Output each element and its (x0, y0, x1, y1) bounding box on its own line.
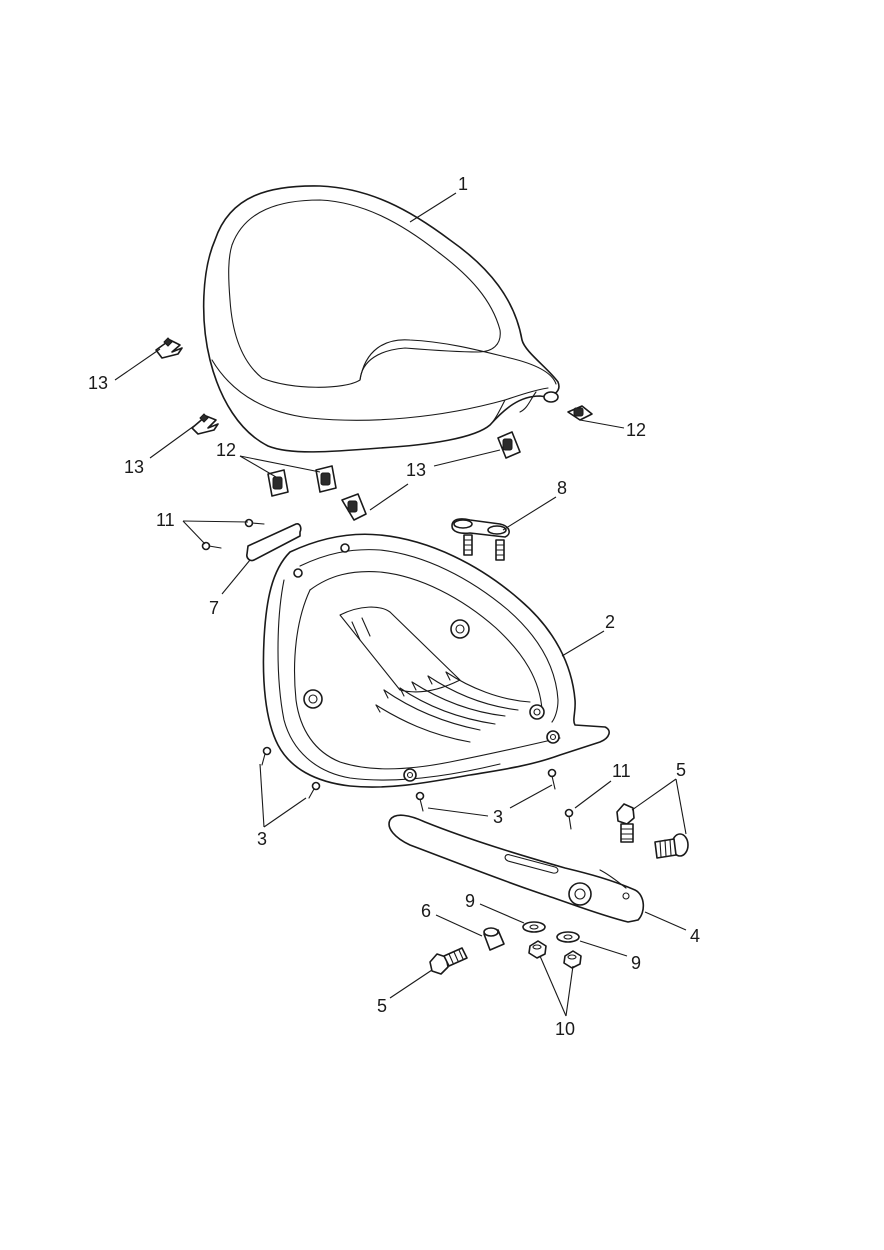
callout-12: 12 (626, 420, 646, 440)
leader-lines (114, 192, 687, 1017)
screw-3-d (547, 768, 557, 790)
callout-12: 12 (216, 440, 236, 460)
callout-3: 3 (493, 807, 503, 827)
screw-3-b (308, 781, 321, 799)
callout-11: 11 (156, 510, 175, 530)
clip-13-a (155, 337, 183, 359)
bolt-5-c (429, 947, 468, 975)
seat-cushion (202, 185, 560, 453)
callout-1: 1 (458, 174, 468, 194)
screw-11-b (201, 541, 222, 551)
callout-13: 13 (88, 373, 108, 393)
callout-7: 7 (209, 598, 219, 618)
callout-9: 9 (465, 891, 475, 911)
clip-13-c (341, 493, 367, 521)
callout-5: 5 (676, 760, 686, 780)
nut-12-b (315, 465, 337, 493)
callout-10: 10 (555, 1019, 575, 1039)
bolt-5-a (616, 803, 635, 843)
rear-bracket (388, 814, 645, 923)
callout-labels: 1 13 13 12 13 12 8 11 7 2 11 5 3 3 9 6 4… (88, 174, 700, 1039)
callout-8: 8 (557, 478, 567, 498)
callout-13: 13 (406, 460, 426, 480)
callout-9: 9 (631, 953, 641, 973)
washer-9-b (556, 931, 580, 943)
clip-13-b (191, 413, 219, 435)
callout-3: 3 (257, 829, 267, 849)
plate-7 (246, 523, 302, 562)
screw-3-c (415, 791, 425, 812)
bolt-5-b (654, 833, 689, 859)
washer-9-a (522, 921, 546, 933)
callout-13: 13 (124, 457, 144, 477)
nut-12-c (567, 405, 593, 421)
clip-13-d (497, 431, 521, 459)
callout-6: 6 (421, 901, 431, 921)
callout-4: 4 (690, 926, 700, 946)
nut-10-a (528, 940, 547, 959)
callout-11: 11 (612, 761, 631, 781)
nut-12-a (267, 469, 289, 497)
callout-5: 5 (377, 996, 387, 1016)
screw-11-a (244, 518, 265, 528)
spacer-6 (483, 927, 505, 951)
stud-plate-8 (451, 518, 510, 561)
screw-3-a (261, 746, 272, 766)
callout-2: 2 (605, 612, 615, 632)
nut-10-b (563, 950, 582, 969)
seat-pan (262, 533, 610, 788)
screw-11-c (564, 808, 574, 830)
